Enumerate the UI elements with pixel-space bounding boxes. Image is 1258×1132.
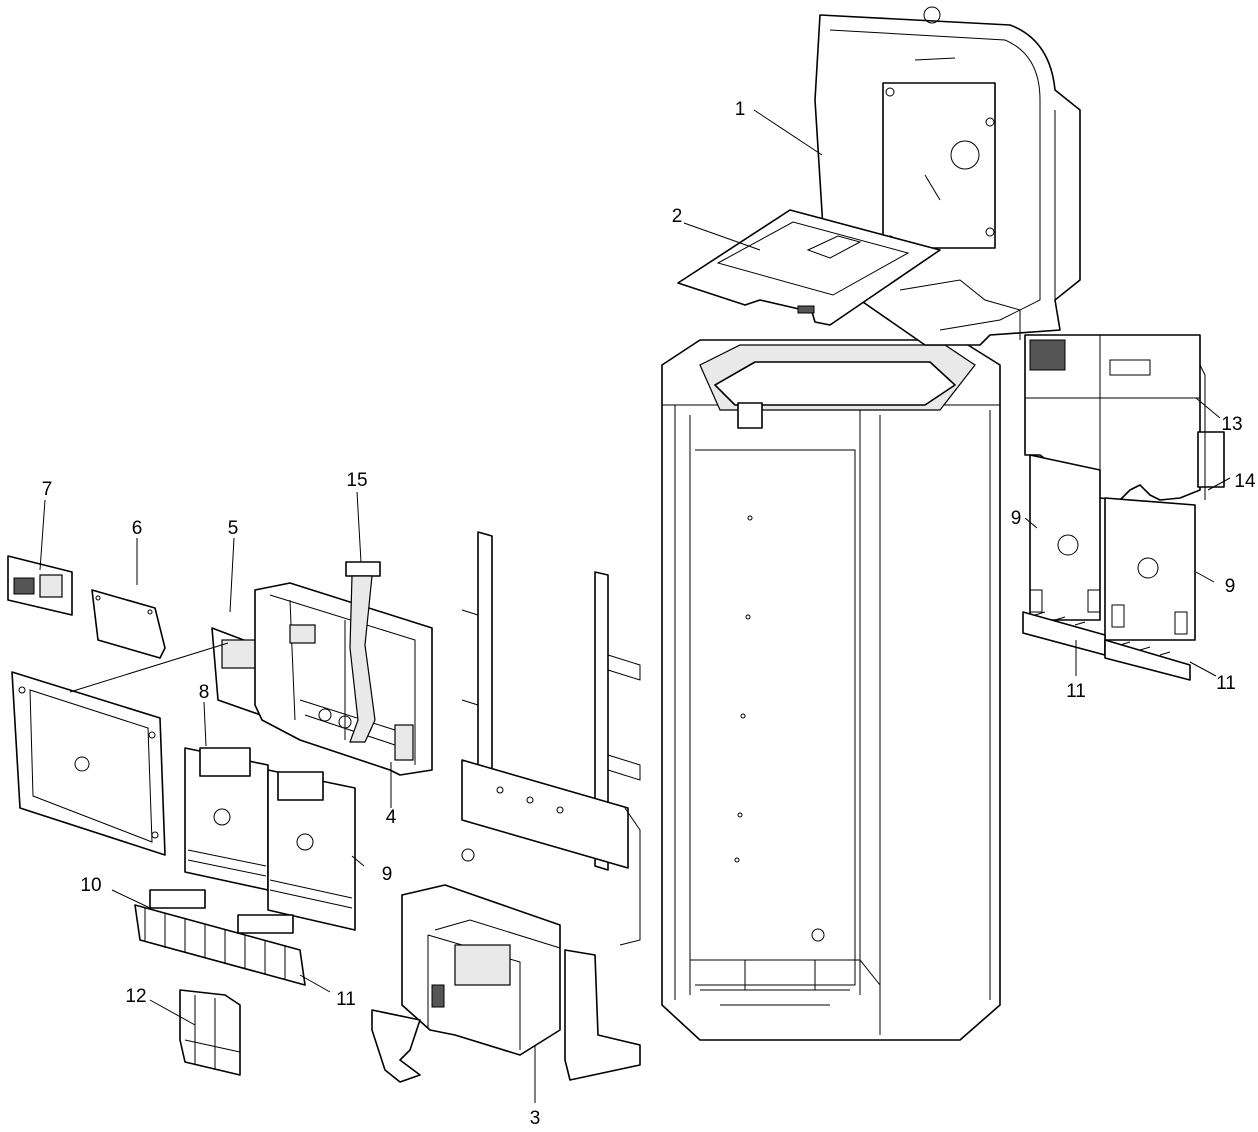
enclosure-body [661, 339, 1001, 1041]
callout-12: 12 [125, 986, 146, 1007]
cover-plate [677, 209, 941, 326]
callout-labels: 1 2 3 4 5 6 7 8 9 9 9 10 11 11 11 12 13 … [42, 99, 1256, 1129]
body-mount-holes [734, 515, 753, 863]
leader-lines [39, 109, 1231, 1103]
callout-3: 3 [530, 1108, 541, 1129]
lid-inner-panel [11, 671, 166, 856]
ribbon-cable [345, 561, 381, 743]
right-control-unit [1024, 334, 1225, 501]
terminal-module-left [184, 747, 269, 891]
callout-10: 10 [80, 875, 101, 896]
callout-9-right-b: 9 [1225, 576, 1236, 597]
right-terminal-strip-b [1104, 639, 1191, 681]
callout-11-right-a: 11 [1066, 681, 1086, 702]
callout-1: 1 [735, 99, 746, 120]
small-circuit-board [7, 555, 73, 616]
terminal-strip-left [134, 889, 306, 986]
callout-11-right-b: 11 [1216, 673, 1236, 694]
callout-2: 2 [672, 206, 683, 227]
connector-block [179, 989, 241, 1076]
callout-9-left: 9 [382, 864, 393, 885]
callout-14: 14 [1234, 471, 1256, 492]
callout-4: 4 [386, 807, 397, 828]
callout-8: 8 [199, 682, 210, 703]
right-terminal-board-a [1029, 454, 1101, 621]
terminal-module-right [267, 769, 356, 931]
control-housing [254, 582, 433, 776]
callout-15: 15 [346, 470, 367, 491]
mounting-frame [461, 531, 641, 946]
board-cover [91, 589, 166, 659]
callout-5: 5 [228, 518, 239, 539]
callout-13: 13 [1221, 414, 1242, 435]
callout-11-left: 11 [336, 989, 356, 1010]
power-module [371, 884, 641, 1083]
right-terminal-board-b [1104, 497, 1196, 641]
callout-9-right-a: 9 [1011, 508, 1022, 529]
callout-7: 7 [42, 479, 53, 500]
callout-6: 6 [132, 518, 143, 539]
